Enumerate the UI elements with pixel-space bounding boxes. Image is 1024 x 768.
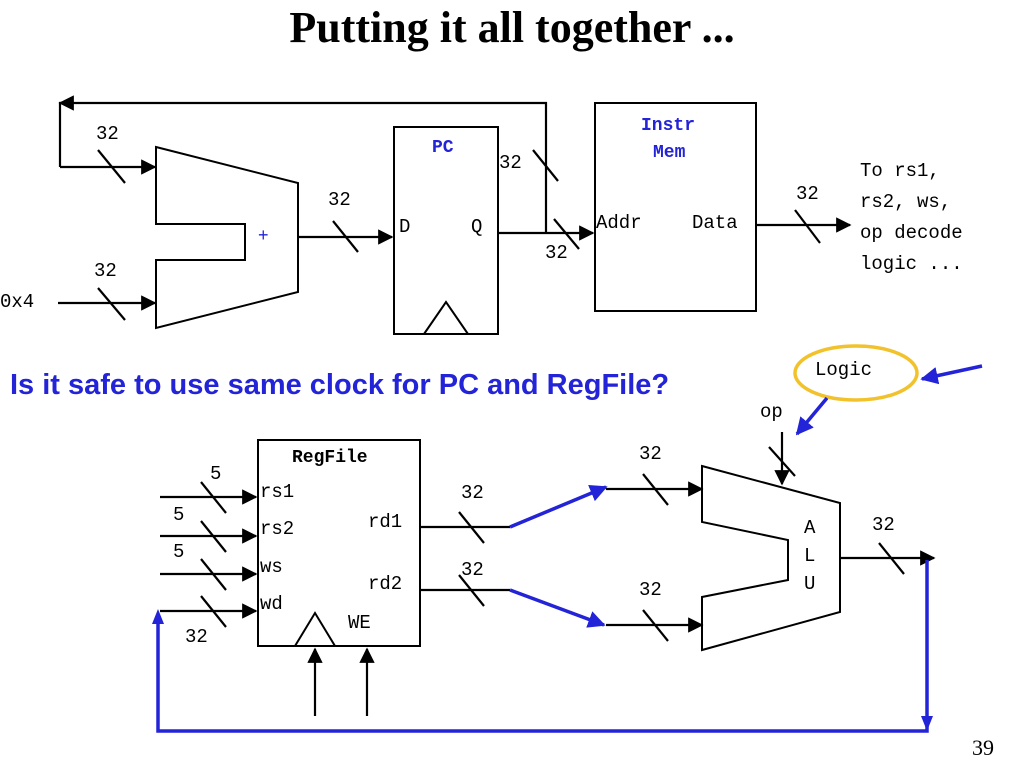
regfile-port-rs2: rs2 xyxy=(260,518,294,540)
pc-feedback-width: 32 xyxy=(499,152,522,174)
rs1-slash xyxy=(200,481,227,514)
regfile-port-we: WE xyxy=(348,612,371,634)
adder-top-width: 32 xyxy=(96,123,119,145)
question-text: Is it safe to use same clock for PC and … xyxy=(10,369,670,401)
alu-input-top-slash xyxy=(642,473,669,506)
rs2-width: 5 xyxy=(173,504,184,526)
slide-title: Putting it all together ... xyxy=(289,3,735,52)
pc-feedback-slash xyxy=(532,149,559,182)
regfile-title: RegFile xyxy=(292,448,368,468)
wd-width: 32 xyxy=(185,626,208,648)
adder-bottom-slash xyxy=(97,287,126,321)
adder-output-slash xyxy=(332,220,359,253)
instr-mem-note-4: logic ... xyxy=(860,253,963,275)
alu-input-top-width: 32 xyxy=(639,443,662,465)
pc-title: PC xyxy=(432,138,454,158)
alu-input-bottom-slash xyxy=(642,609,669,642)
alu-output-width: 32 xyxy=(872,514,895,536)
pc-feedback-wire xyxy=(58,101,548,233)
instr-mem-port-data: Data xyxy=(692,212,738,234)
pc-clock-triangle xyxy=(422,300,470,335)
instr-mem-output-slash xyxy=(794,209,821,244)
alu-input-bottom-width: 32 xyxy=(639,579,662,601)
alu-letter-u: U xyxy=(804,573,815,595)
rd2-slash xyxy=(458,574,485,607)
alu-output-slash xyxy=(878,542,905,575)
instr-mem-title-2: Mem xyxy=(653,143,686,163)
instr-mem-note-3: op decode xyxy=(860,222,963,244)
instr-mem-output-width: 32 xyxy=(796,183,819,205)
rd1-width: 32 xyxy=(461,482,484,504)
rd1-slash xyxy=(458,511,485,544)
adder-shape xyxy=(155,145,299,330)
alu-op-slash xyxy=(768,446,796,477)
regfile-port-wd: wd xyxy=(260,593,283,615)
writeback-blue-loop xyxy=(156,560,929,733)
ws-width: 5 xyxy=(173,541,184,563)
pc-port-d: D xyxy=(399,216,410,238)
instr-mem-note-2: rs2, ws, xyxy=(860,191,951,213)
adder-bottom-width: 32 xyxy=(94,260,117,282)
writeback-arrowhead-down xyxy=(921,716,933,731)
alu-shape xyxy=(701,464,841,652)
rs1-width: 5 xyxy=(210,463,221,485)
regfile-port-rs1: rs1 xyxy=(260,481,294,503)
pc-output-slash xyxy=(553,218,580,250)
logic-callout-ellipse xyxy=(793,344,919,402)
instr-mem-port-addr: Addr xyxy=(596,212,642,234)
instr-mem-note-1: To rs1, xyxy=(860,160,940,182)
adder-top-slash xyxy=(97,149,126,184)
pc-port-q: Q xyxy=(471,216,482,238)
pc-output-width: 32 xyxy=(545,242,568,264)
rs2-slash xyxy=(200,520,227,553)
writeback-arrowhead-up xyxy=(152,609,164,624)
wd-slash xyxy=(200,595,227,628)
incoming-to-logic-blue-arrow xyxy=(920,364,983,385)
regfile-clock-triangle xyxy=(293,611,337,647)
regfile-port-rd1: rd1 xyxy=(368,511,402,533)
alu-letter-a: A xyxy=(804,517,816,539)
ws-slash xyxy=(200,558,227,591)
logic-callout-label: Logic xyxy=(815,359,872,381)
instr-mem-title-1: Instr xyxy=(641,116,695,136)
regfile-box xyxy=(257,439,421,647)
rd2-to-alu-blue-wire xyxy=(509,588,606,628)
adder-const-input: 0x4 xyxy=(0,291,34,313)
page-number: 39 xyxy=(972,735,994,760)
instr-mem-box xyxy=(594,102,757,312)
adder-output-width: 32 xyxy=(328,189,351,211)
adder-symbol: + xyxy=(258,225,269,245)
alu-op-label: op xyxy=(760,401,783,423)
logic-to-op-blue-arrow xyxy=(795,396,829,436)
alu-letter-l: L xyxy=(804,545,815,567)
rd1-to-alu-blue-wire xyxy=(509,484,608,529)
rd2-width: 32 xyxy=(461,559,484,581)
regfile-port-ws: ws xyxy=(260,556,283,578)
regfile-port-rd2: rd2 xyxy=(368,573,402,595)
